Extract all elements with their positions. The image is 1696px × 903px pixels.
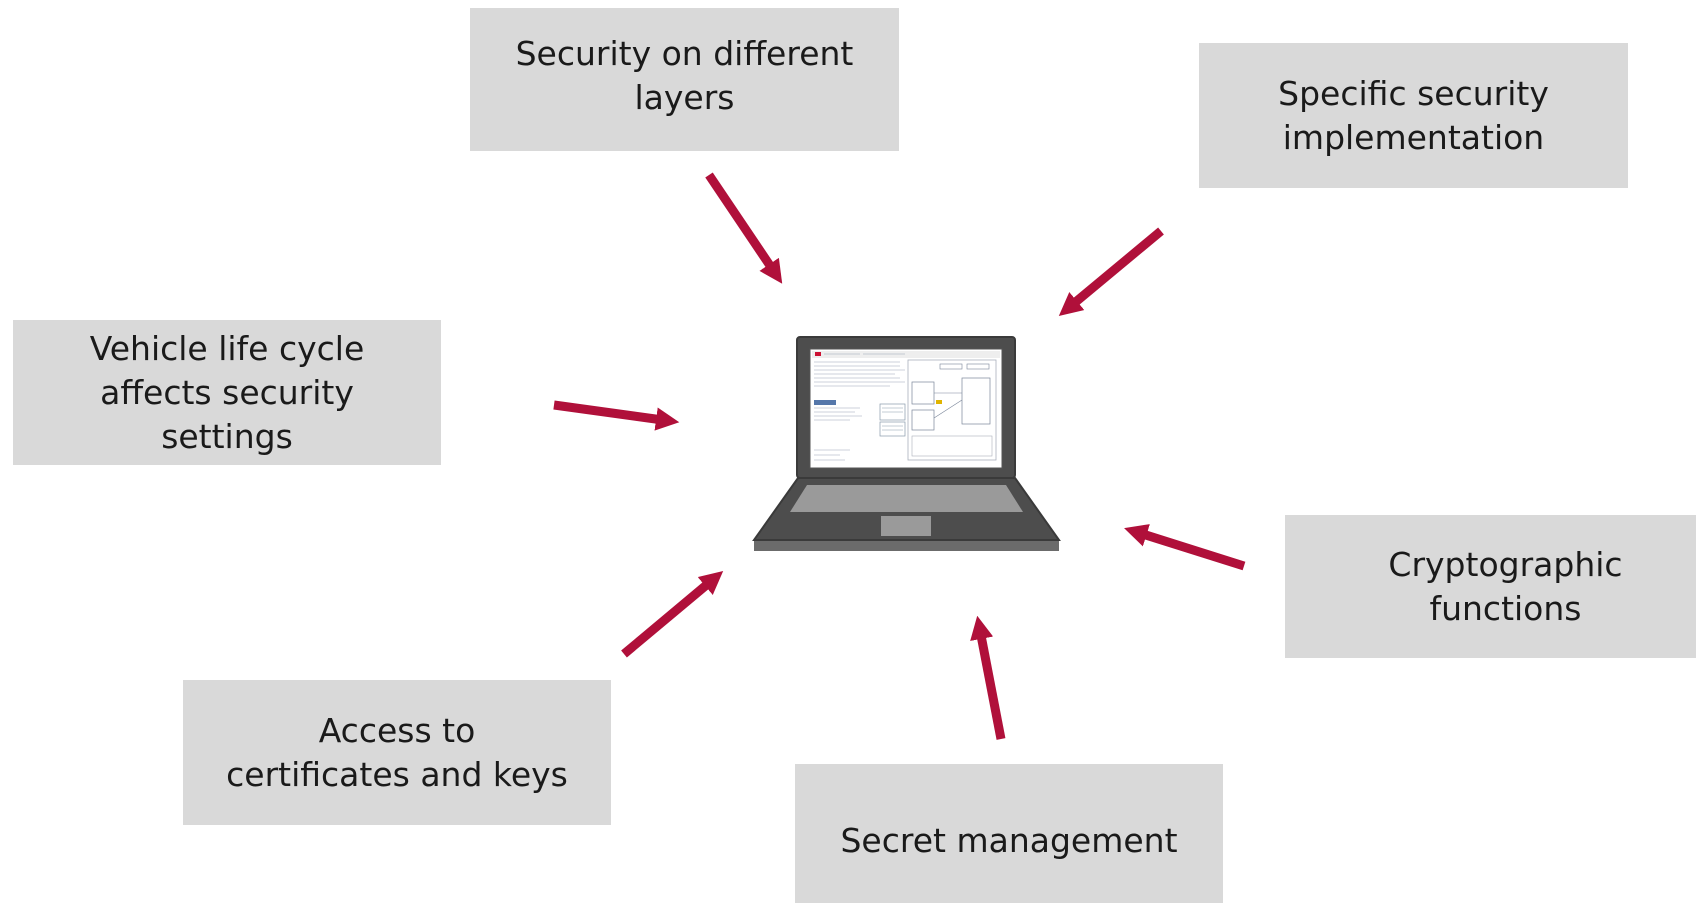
topic-box-secret-management: Secret management xyxy=(795,764,1223,903)
topic-box-vehicle-life-cycle: Vehicle life cycle affects security sett… xyxy=(13,320,441,465)
topic-line: Vehicle life cycle xyxy=(89,328,365,368)
arrow-from-specific-implementation xyxy=(1058,227,1164,316)
arrow-from-security-layers xyxy=(705,172,783,284)
topic-line: settings xyxy=(161,416,293,456)
arrow-from-cryptographic-functions xyxy=(1124,524,1246,571)
topic-line: certificates and keys xyxy=(226,754,568,794)
arrow-from-vehicle-life-cycle xyxy=(553,400,680,431)
topic-box-security-layers: Security on different layers xyxy=(470,8,899,151)
topic-line: Security on different xyxy=(515,33,854,73)
topic-line: Cryptographic xyxy=(1388,544,1623,584)
topic-line: Specific security xyxy=(1278,73,1549,113)
topic-line: affects security xyxy=(100,372,354,412)
arrow-from-secret-management xyxy=(970,615,1006,740)
topic-line: implementation xyxy=(1282,117,1545,157)
topic-line: functions xyxy=(1429,588,1582,628)
laptop-icon xyxy=(752,336,1061,551)
topic-line: Secret management xyxy=(840,820,1178,860)
topic-box-specific-implementation: Specific security implementation xyxy=(1199,43,1628,188)
arrow-from-certificates-keys xyxy=(621,570,724,658)
topic-box-certificates-keys: Access to certificates and keys xyxy=(183,680,611,825)
topic-line: layers xyxy=(634,77,735,117)
topic-line: Access to xyxy=(318,710,476,750)
laptop-screen xyxy=(809,348,1003,469)
topic-box-cryptographic-functions: Cryptographic functions xyxy=(1285,515,1696,658)
